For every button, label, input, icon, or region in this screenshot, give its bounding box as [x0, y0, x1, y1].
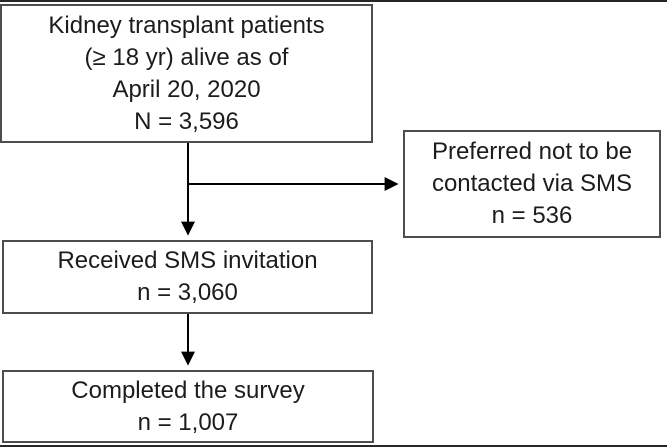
figure-top-rule — [0, 0, 667, 2]
box-eligible-line-3: April 20, 2020 — [112, 75, 261, 103]
box-eligible-count: N = 3,596 — [134, 107, 239, 135]
box-received-invitation: Received SMS invitation n = 3,060 — [2, 240, 373, 314]
box-received-line-1: Received SMS invitation — [57, 247, 318, 274]
box-eligible-line-1: Kidney transplant patients — [48, 11, 325, 39]
box-excluded-line-1: Preferred not to be — [431, 138, 633, 165]
box-completed-survey: Completed the survey n = 1,007 — [2, 370, 374, 443]
box-excluded-line-2: contacted via SMS — [431, 170, 633, 197]
box-excluded-no-sms: Preferred not to be contacted via SMS n … — [403, 130, 661, 238]
box-eligible-patients: Kidney transplant patients (≥ 18 yr) ali… — [0, 4, 373, 143]
figure-bottom-rule — [0, 445, 667, 447]
box-eligible-line-2: (≥ 18 yr) alive as of — [84, 43, 289, 71]
box-received-count: n = 3,060 — [137, 279, 238, 306]
box-completed-line-1: Completed the survey — [71, 376, 305, 404]
box-completed-count: n = 1,007 — [137, 408, 239, 436]
box-excluded-count: n = 536 — [491, 202, 573, 229]
